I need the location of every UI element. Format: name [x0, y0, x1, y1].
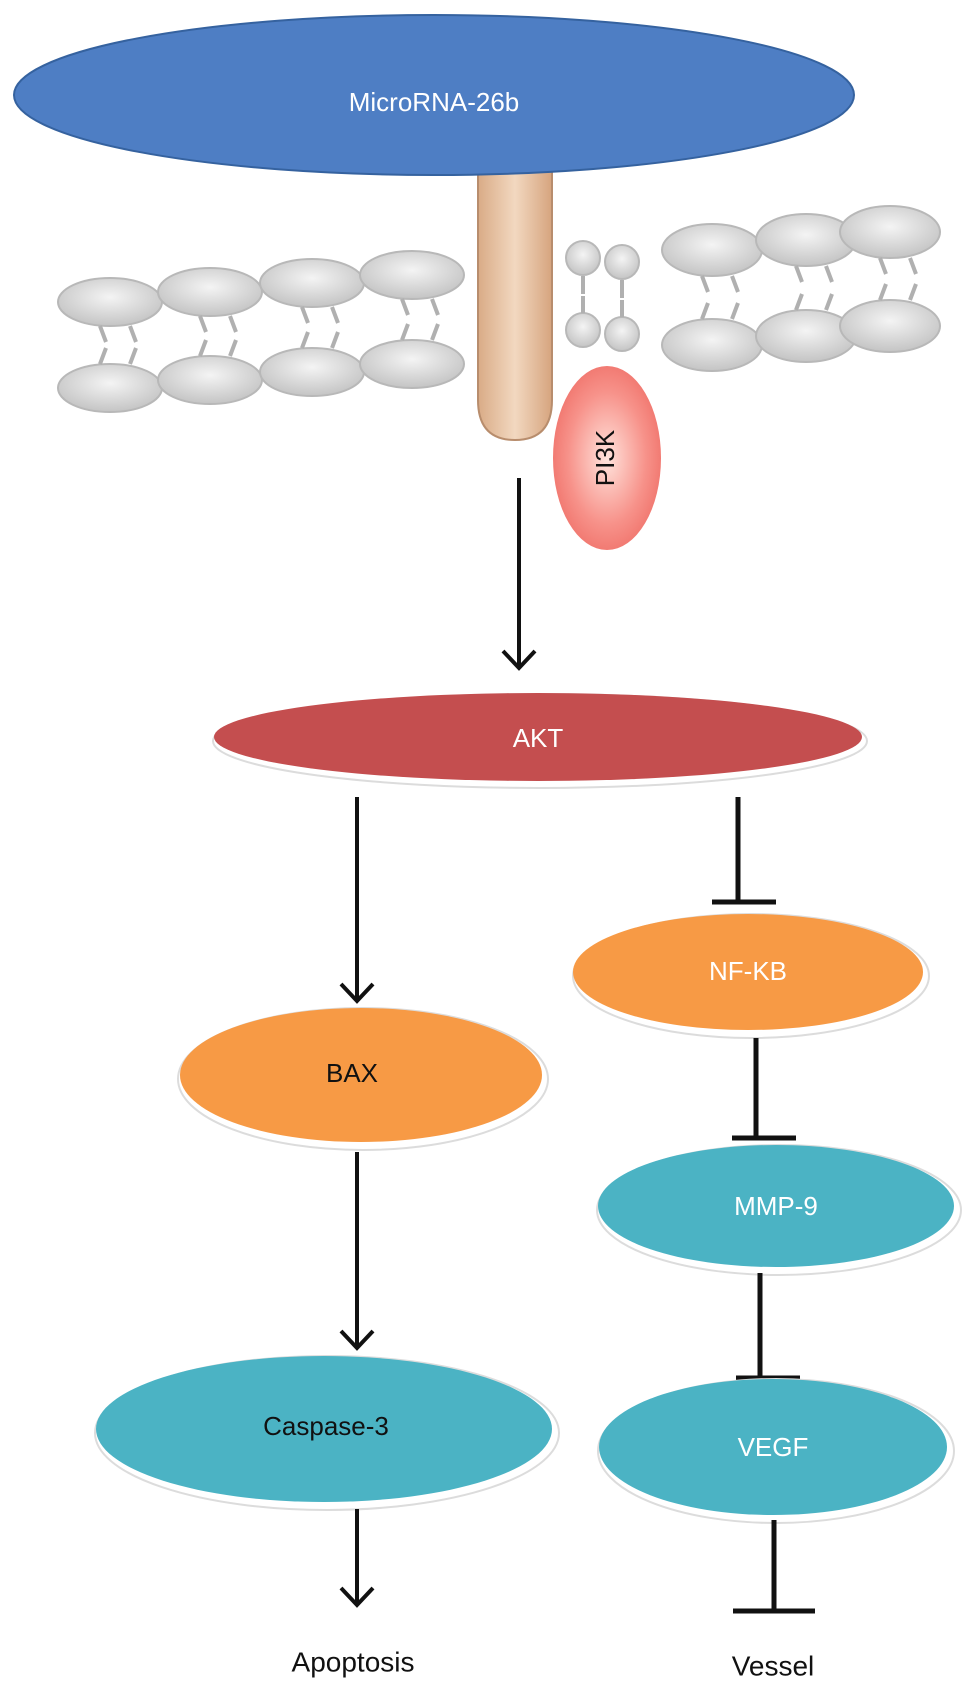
pi3k-label: PI3K	[590, 429, 620, 486]
lipid-head	[259, 258, 365, 308]
lipid-tail	[794, 293, 804, 311]
akt-node: AKT	[212, 693, 868, 789]
lipid-head	[57, 363, 163, 413]
lipid-tail	[878, 283, 888, 301]
lipid-tail	[730, 302, 740, 320]
lipid-head	[839, 299, 941, 353]
lipid-tail	[300, 306, 310, 324]
caspase-label: Caspase-3	[263, 1411, 389, 1441]
arrowhead-caspase-apoptosis	[339, 1586, 375, 1608]
lipid-head	[839, 205, 941, 259]
lipid-head	[57, 277, 163, 327]
vegf-node: VEGF	[597, 1378, 955, 1524]
lipid-head	[359, 250, 465, 300]
lipid-small-head	[565, 240, 601, 276]
lipid-tail	[730, 275, 740, 293]
vessel-label: Vessel	[732, 1650, 815, 1681]
lipid-small-head	[604, 316, 640, 352]
lipid-small-head	[565, 312, 601, 348]
lipid-head	[661, 223, 763, 277]
lipid-tail	[430, 323, 440, 341]
bax-node: BAX	[177, 1007, 549, 1151]
lipid-head	[157, 267, 263, 317]
lipid-tail	[400, 323, 410, 341]
lipid-tail	[908, 283, 918, 301]
bax-label: BAX	[326, 1058, 378, 1088]
lipid-tail	[824, 293, 834, 311]
lipid-tail	[198, 315, 208, 333]
lipid-tail	[400, 298, 410, 316]
lipid-tail	[700, 275, 710, 293]
lipid-head	[661, 318, 763, 372]
vegf-label: VEGF	[738, 1432, 809, 1462]
caspase-node: Caspase-3	[94, 1355, 560, 1511]
cell-membrane	[57, 205, 941, 413]
receptor-stalk	[477, 164, 553, 442]
lipid-tail	[700, 302, 710, 320]
nfkb-node: NF-KB	[572, 913, 930, 1039]
lipid-tail	[300, 331, 310, 349]
lipid-tail	[878, 257, 888, 275]
lipid-tail	[794, 265, 804, 283]
apoptosis-label: Apoptosis	[292, 1646, 415, 1677]
lipid-tail	[198, 339, 208, 357]
lipid-tail	[330, 331, 340, 349]
lipid-tail	[128, 325, 138, 343]
lipid-tail	[908, 257, 918, 275]
mmp9-label: MMP-9	[734, 1191, 818, 1221]
lipid-tail	[430, 298, 440, 316]
lipid-small-head	[604, 244, 640, 280]
nfkb-label: NF-KB	[709, 956, 787, 986]
microrna-node: MicroRNA-26b	[13, 14, 855, 176]
arrowhead-akt-bax	[339, 982, 375, 1004]
mmp9-node: MMP-9	[596, 1144, 962, 1276]
lipid-head	[359, 339, 465, 389]
lipid-head	[755, 309, 857, 363]
lipid-head	[259, 347, 365, 397]
lipid-head	[755, 213, 857, 267]
pi3k-node: PI3K	[553, 366, 661, 550]
akt-label: AKT	[513, 723, 564, 753]
lipid-tail	[98, 325, 108, 343]
lipid-tail	[228, 339, 238, 357]
lipid-tail	[228, 315, 238, 333]
lipid-tail	[128, 347, 138, 365]
lipid-head	[157, 355, 263, 405]
arrowhead-pi3k-akt	[501, 649, 537, 671]
lipid-tail	[330, 306, 340, 324]
lipid-tail	[98, 347, 108, 365]
arrowhead-bax-caspase	[339, 1329, 375, 1351]
lipid-tail	[824, 265, 834, 283]
microrna-label: MicroRNA-26b	[349, 87, 520, 117]
